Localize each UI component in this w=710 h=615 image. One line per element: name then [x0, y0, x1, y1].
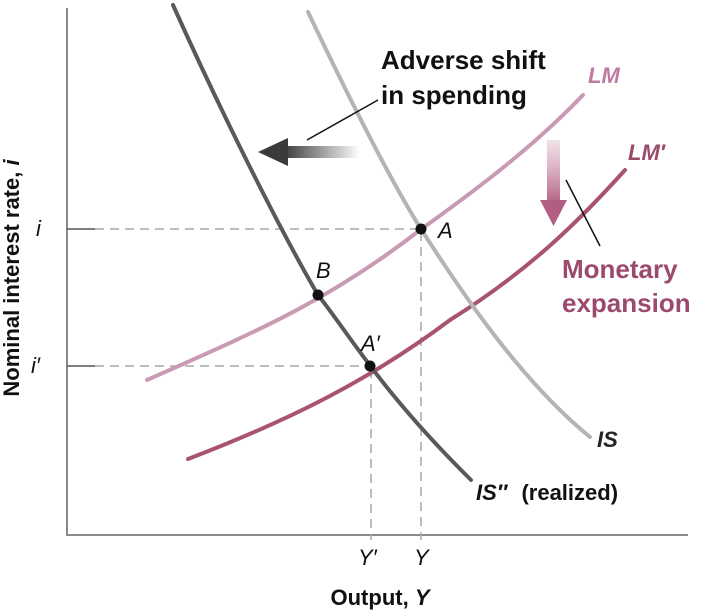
x-tick-y: Y	[414, 545, 430, 570]
label-point-b: B	[316, 258, 331, 283]
label-lm-prime: LM′	[628, 140, 667, 165]
lm-prime-curve	[186, 168, 627, 461]
point-a	[415, 223, 427, 235]
down-arrow-icon	[540, 140, 567, 226]
y-tick-i: i	[36, 216, 42, 241]
monetary-expansion-leader	[565, 179, 601, 247]
y-axis-title-text: Nominal interest rate,	[0, 166, 24, 397]
monetary-line1: Monetary	[562, 254, 678, 284]
label-is: IS	[597, 427, 618, 452]
x-axis-title: Output, Y	[331, 585, 432, 610]
label-point-a: A	[436, 218, 453, 243]
x-axis-title-text: Output,	[331, 585, 415, 610]
label-is-realized-name: IS″	[476, 480, 509, 505]
label-point-a-prime: A′	[359, 331, 381, 356]
x-axis-title-var: Y	[415, 585, 432, 610]
left-arrow-icon	[258, 138, 360, 166]
is-realized-curve	[171, 3, 473, 482]
lm-curve	[145, 93, 585, 382]
monetary-line2: expansion	[562, 288, 691, 318]
y-tick-iprime: i′	[31, 353, 41, 378]
y-axis-title-var: i	[0, 159, 24, 166]
point-b	[312, 289, 324, 301]
y-axis-title: Nominal interest rate, i	[0, 159, 24, 397]
adverse-shift-leader	[306, 99, 379, 141]
label-is-realized: IS″ (realized)	[476, 480, 618, 505]
label-lm: LM	[588, 63, 620, 88]
label-is-realized-note: (realized)	[521, 480, 618, 505]
adverse-shift-line2: in spending	[381, 80, 527, 110]
point-a-prime	[364, 360, 376, 372]
adverse-shift-line1: Adverse shift	[381, 45, 546, 75]
x-tick-yprime: Y′	[358, 545, 378, 570]
